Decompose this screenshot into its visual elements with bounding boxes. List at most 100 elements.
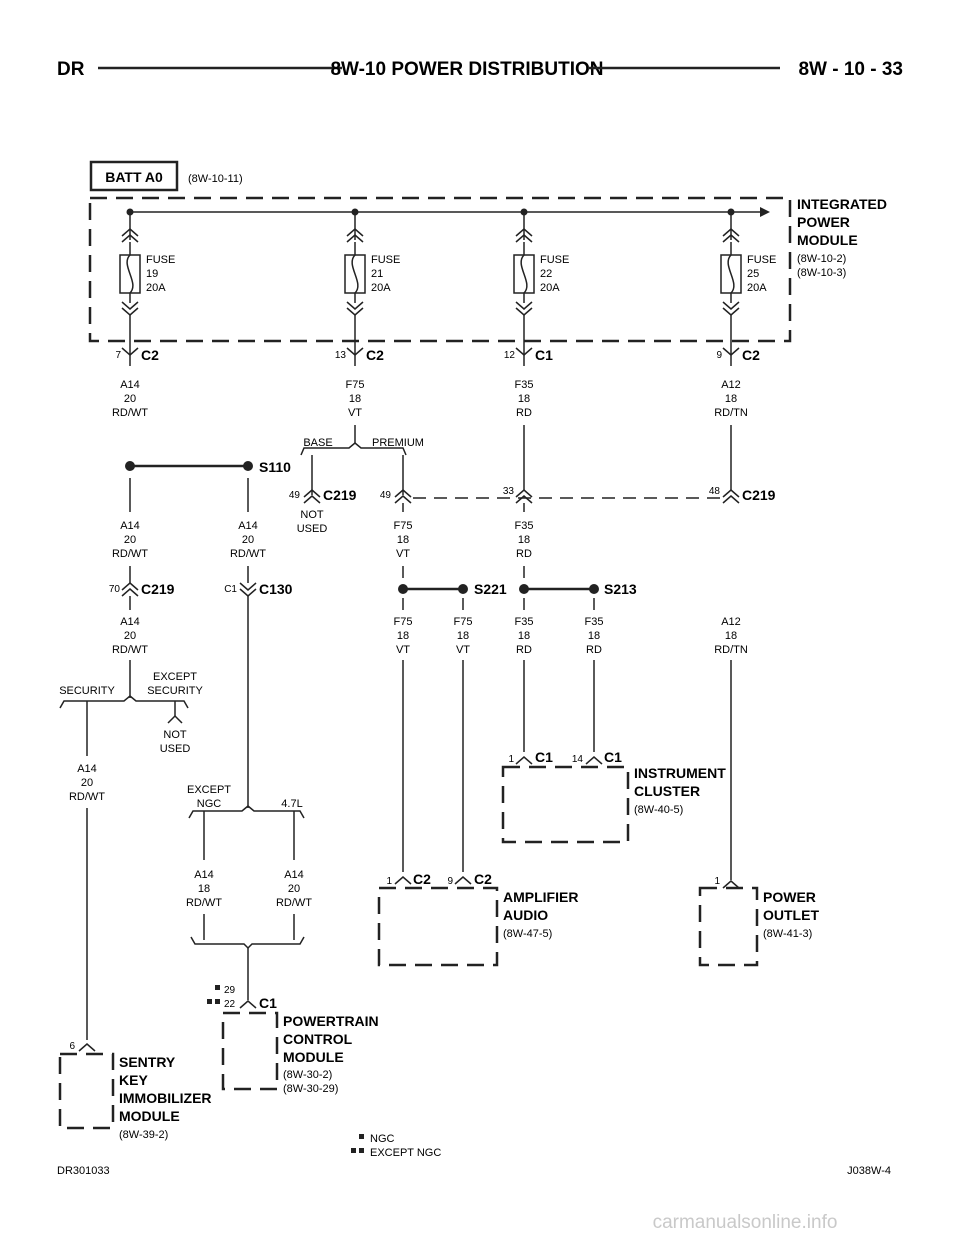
svg-text:C1: C1: [224, 584, 237, 595]
c219-label-base: C219: [323, 487, 357, 503]
option-base: BASE: [303, 437, 332, 449]
fuse-25-number: 25: [747, 268, 759, 280]
svg-text:20: 20: [124, 630, 136, 642]
c219-label-a14: C219: [141, 581, 175, 597]
header-left: DR: [57, 59, 85, 80]
fuse-19-rating: 20A: [146, 282, 166, 294]
svg-text:18: 18: [518, 534, 530, 546]
legend-ngc-marker: [359, 1134, 364, 1139]
ipm-wire-labels: A14 20 RD/WT F75 18 VT F35 18 RD A12 18 …: [112, 379, 748, 419]
fuse-22-label: FUSE: [540, 254, 569, 266]
instrument-cluster: 1 C1 14 C1 INSTRUMENT CLUSTER (8W-40-5): [501, 749, 726, 844]
svg-text:F35: F35: [515, 616, 534, 628]
svg-text:1: 1: [386, 876, 392, 887]
option-except-security-1: EXCEPT: [153, 671, 197, 683]
power-outlet: 1 POWER OUTLET (8W-41-3): [698, 876, 819, 967]
page-title: 8W-10 POWER DISTRIBUTION: [330, 59, 603, 80]
batt-label: BATT A0: [105, 169, 163, 185]
fuse25-pin: 9: [716, 350, 722, 361]
svg-text:18: 18: [588, 630, 600, 642]
pcm-ref-1: (8W-30-2): [283, 1069, 332, 1081]
sentry-key-immobilizer-module: 6 SENTRY KEY IMMOBILIZER MODULE (8W-39-2…: [58, 1041, 212, 1141]
fuse-21-number: 21: [371, 268, 383, 280]
s221-label: S221: [474, 581, 507, 597]
watermark: carmanualsonline.info: [653, 1212, 838, 1233]
svg-text:RD/WT: RD/WT: [69, 791, 105, 803]
outlet-name-1: POWER: [763, 889, 816, 905]
svg-text:18: 18: [518, 393, 530, 405]
fuse-25: FUSE 25 20A: [720, 212, 776, 341]
svg-text:F35: F35: [515, 379, 534, 391]
svg-text:18: 18: [397, 630, 409, 642]
svg-text:49: 49: [380, 490, 392, 501]
skim-box: [58, 1052, 115, 1130]
cluster-conn2: C1: [604, 749, 622, 765]
svg-text:F75: F75: [346, 379, 365, 391]
svg-text:6: 6: [69, 1041, 75, 1052]
svg-text:A12: A12: [721, 616, 741, 628]
s213-label: S213: [604, 581, 637, 597]
svg-text:VT: VT: [396, 548, 410, 560]
svg-text:A14: A14: [77, 763, 97, 775]
svg-text:20: 20: [124, 393, 136, 405]
fuse-19-label: FUSE: [146, 254, 175, 266]
svg-text:F35: F35: [585, 616, 604, 628]
lower-wire-labels: A14 20 RD/WT F75 18 VT F75 18 VT F35 18 …: [112, 616, 748, 656]
pcm-name-1: POWERTRAIN: [283, 1013, 379, 1029]
svg-text:RD/TN: RD/TN: [714, 644, 748, 656]
amp-name-1: AMPLIFIER: [503, 889, 578, 905]
svg-text:RD/WT: RD/WT: [112, 644, 148, 656]
amplifier-audio: 1 C2 9 C2 AMPLIFIER AUDIO (8W-47-5): [377, 871, 578, 967]
svg-text:F75: F75: [394, 616, 413, 628]
ipm-box: [88, 196, 792, 343]
c219-c130-row: 70 C219 C1 C130: [109, 566, 293, 808]
f75-option-split: BASE PREMIUM: [300, 425, 424, 495]
ngc-option-split: EXCEPT NGC 4.7L A14 18 RD/WT A14 20 RD/W…: [186, 784, 312, 1000]
cluster-conn1: C1: [535, 749, 553, 765]
svg-text:A14: A14: [120, 379, 140, 391]
ipm-output-connectors: 7 C2 13 C2 12 C1 9 C2: [115, 341, 760, 366]
fuse21-conn: C2: [366, 347, 384, 363]
outlet-ref: (8W-41-3): [763, 928, 812, 940]
option-except-security-2: SECURITY: [147, 685, 203, 697]
s221-s213-splices: S221 S213: [398, 566, 637, 610]
ipm-line1: INTEGRATED: [797, 196, 887, 212]
legend: NGC EXCEPT NGC: [351, 1133, 441, 1159]
fuse-22: FUSE 22 20A: [513, 212, 569, 341]
bus-arrow: [760, 207, 770, 217]
svg-text:VT: VT: [396, 644, 410, 656]
page-number: 8W - 10 - 33: [798, 59, 903, 80]
s110-splice: S110: [125, 459, 291, 512]
svg-text:33: 33: [503, 486, 515, 497]
legend-except-ngc: EXCEPT NGC: [370, 1147, 441, 1159]
amplifier-box: [377, 886, 499, 967]
svg-text:1: 1: [714, 876, 720, 887]
cluster-box: [501, 765, 630, 844]
svg-text:1: 1: [508, 754, 514, 765]
svg-text:NOT: NOT: [300, 509, 324, 521]
ipm-ref2: (8W-10-3): [797, 267, 846, 279]
svg-text:RD: RD: [516, 644, 532, 656]
svg-text:18: 18: [725, 393, 737, 405]
batt-box: [89, 160, 179, 192]
svg-text:F35: F35: [515, 520, 534, 532]
svg-text:USED: USED: [297, 523, 328, 535]
svg-text:A14: A14: [284, 869, 304, 881]
fuse-19: FUSE 19 20A: [119, 212, 175, 341]
svg-text:RD/TN: RD/TN: [714, 407, 748, 419]
ipm-line3: MODULE: [797, 232, 858, 248]
fuse22-conn: C1: [535, 347, 553, 363]
svg-text:22: 22: [224, 999, 236, 1010]
svg-text:VT: VT: [456, 644, 470, 656]
svg-text:49: 49: [289, 490, 301, 501]
svg-text:20: 20: [242, 534, 254, 546]
option-premium: PREMIUM: [372, 437, 424, 449]
fuse-21: FUSE 21 20A: [344, 212, 400, 341]
cluster-name-1: INSTRUMENT: [634, 765, 726, 781]
amp-conn2: C2: [474, 871, 492, 887]
svg-text:18: 18: [198, 883, 210, 895]
s110-label: S110: [259, 459, 291, 475]
svg-text:20: 20: [288, 883, 300, 895]
svg-text:RD/WT: RD/WT: [276, 897, 312, 909]
outlet-box: [698, 886, 759, 967]
